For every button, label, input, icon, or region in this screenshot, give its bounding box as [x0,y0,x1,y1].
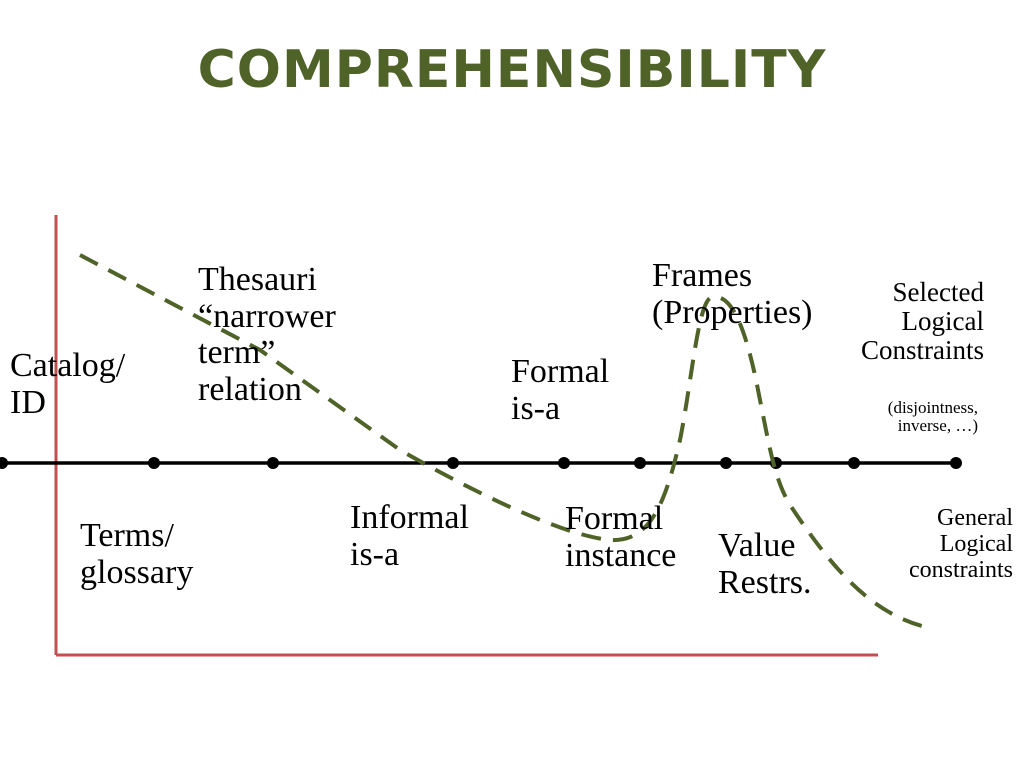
label-selected-logical-constraints: Selected Logical Constraints [860,277,984,366]
spectrum-dot [267,457,279,469]
spectrum-dot [634,457,646,469]
spectrum-dot [0,457,8,469]
spectrum-dot [950,457,962,469]
spectrum-dot [558,457,570,469]
label-formal-is-a: Formal is-a [511,353,610,427]
label-catalog-id: Catalog/ ID [10,347,126,421]
label-general-logical-constraints: General Logical constraints [909,505,1013,583]
label-value-restrictions: Value Restrs. [718,527,812,601]
spectrum-dot [720,457,732,469]
label-frames-properties: Frames (Properties) [652,257,813,331]
spectrum-dot [148,457,160,469]
label-selected-constraints-note: (disjointness, inverse, …) [887,398,978,436]
page-title: COMPREHENSIBILITY [197,40,827,100]
label-informal-is-a: Informal is-a [350,499,469,573]
label-thesauri: Thesauri “narrower term” relation [198,261,336,409]
comprehensibility-curve [79,253,931,630]
label-formal-instance: Formal instance [565,500,677,574]
spectrum-dot [848,457,860,469]
label-terms-glossary: Terms/ glossary [80,517,194,591]
spectrum-dot [447,457,459,469]
